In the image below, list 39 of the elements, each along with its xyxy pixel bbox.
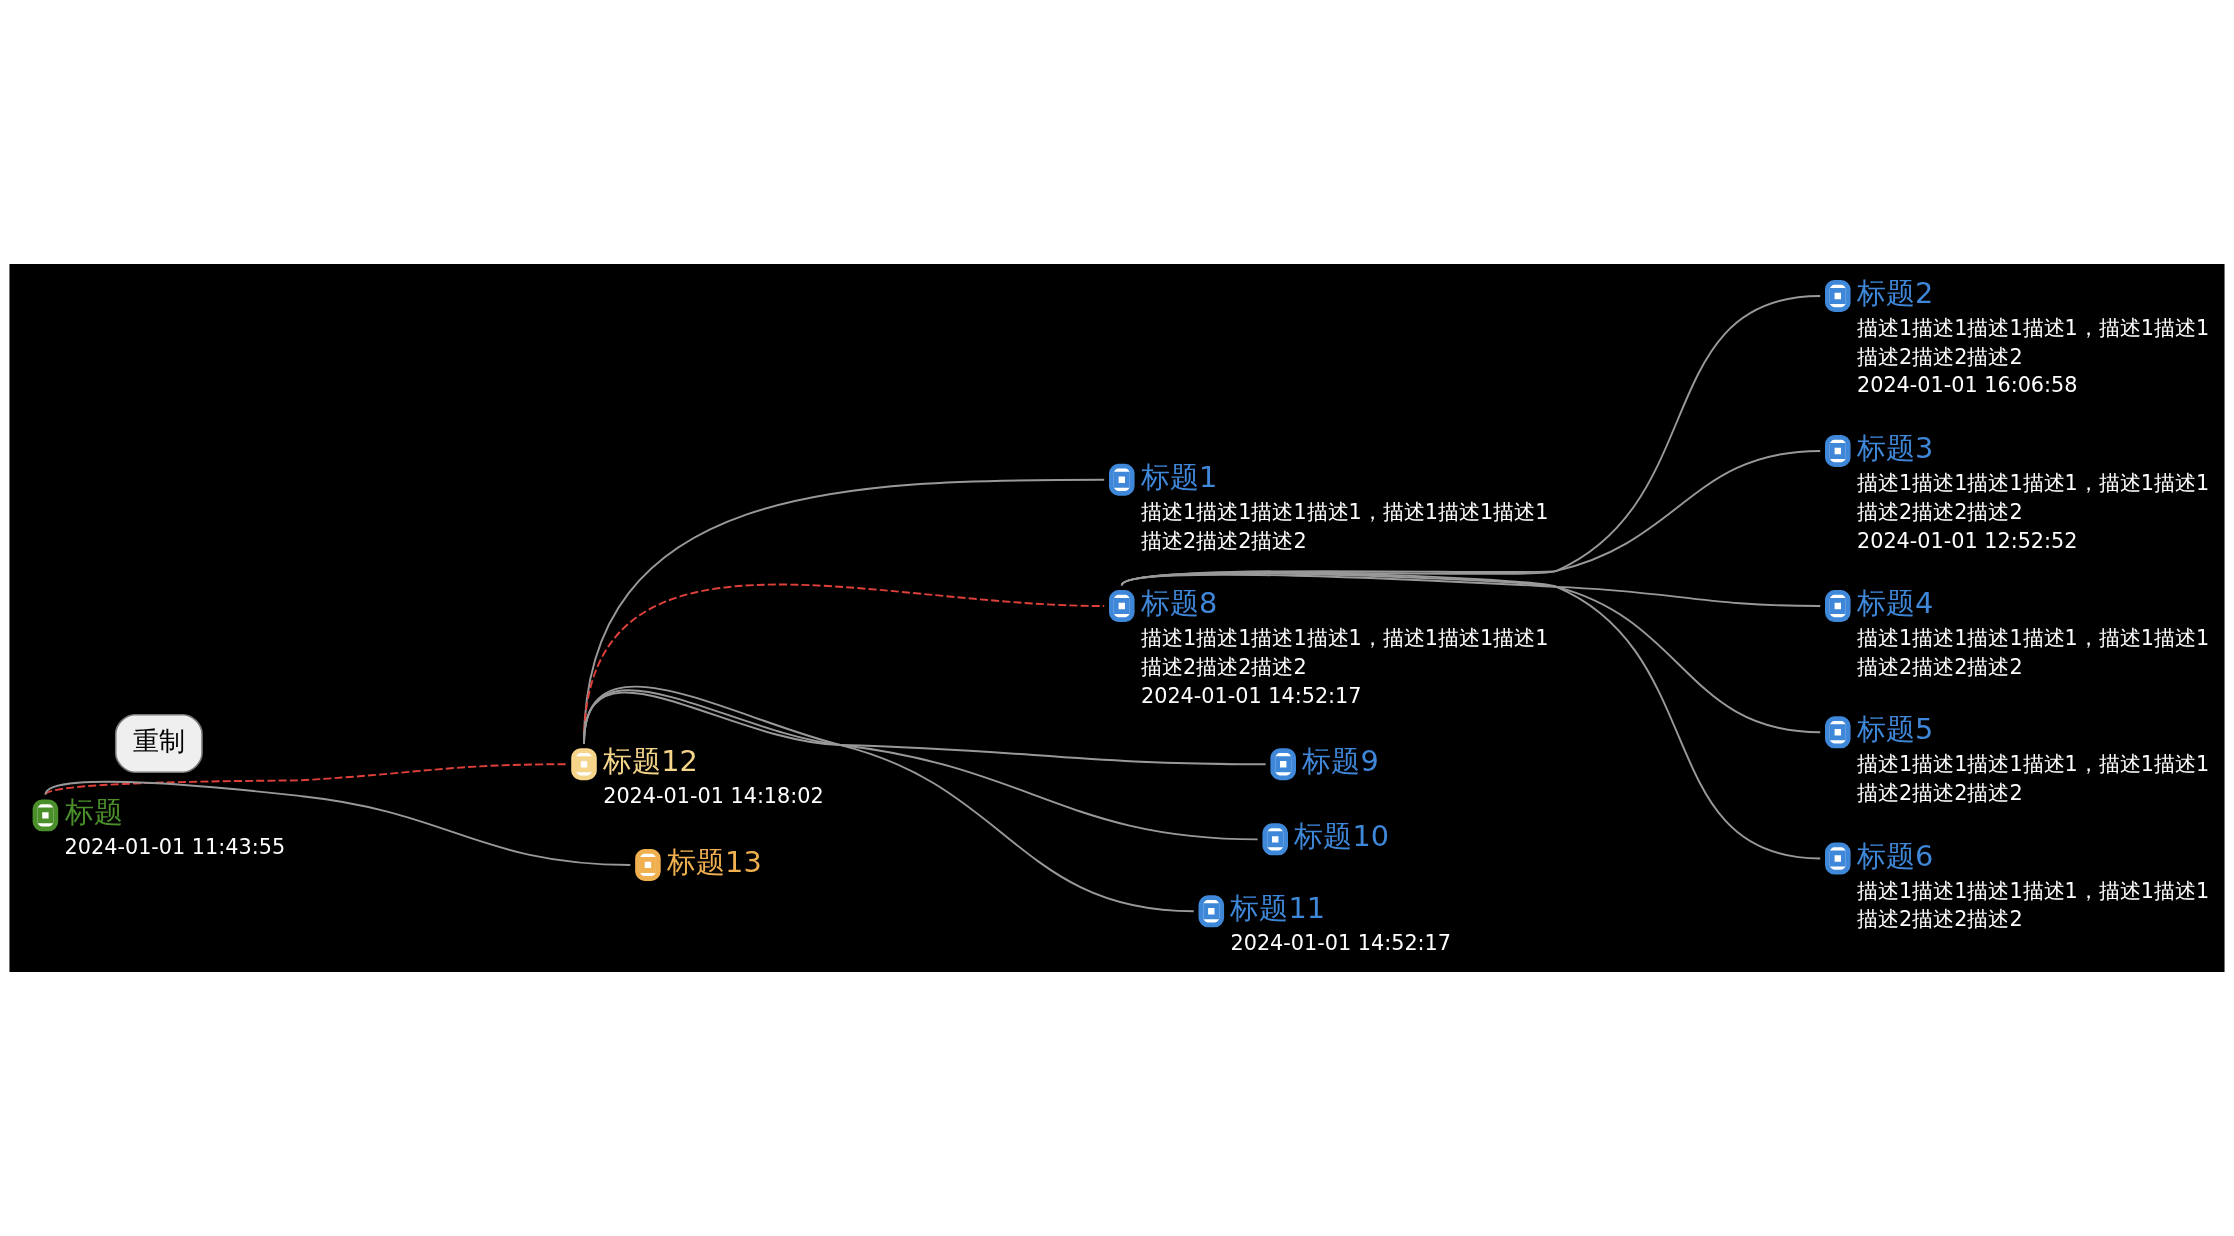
connector	[583, 691, 1267, 766]
node-label: 标题5	[1856, 712, 1934, 747]
node-label: 描述1描述1描述1描述1，描述1描述1	[1856, 470, 2210, 495]
node-label: 标题	[64, 795, 123, 830]
node-label: 描述1描述1描述1描述1，描述1描述1	[1856, 315, 2210, 340]
node-label: 描述1描述1描述1描述1，描述1描述1	[1856, 752, 2210, 777]
node-label: 标题12	[603, 744, 698, 779]
node-label: 描述2描述2描述2	[1856, 344, 2023, 369]
node-label: 描述2描述2描述2	[1856, 781, 2023, 806]
connector	[1120, 571, 1822, 860]
node-label: 标题2	[1856, 276, 1934, 310]
node-label: 描述2描述2描述2	[1140, 528, 1307, 553]
node-label: 标题1	[1140, 459, 1218, 494]
label: 重制	[132, 725, 185, 756]
node-label: 描述1描述1描述1描述1，描述1描述1描述1	[1140, 626, 1549, 651]
node-label: 2024-01-01 14:18:02	[603, 784, 824, 809]
node-label: 描述2描述2描述2	[1856, 499, 2023, 524]
node-label: 标题10	[1294, 819, 1389, 854]
node-label: 标题11	[1230, 891, 1326, 926]
node-label: 标题4	[1856, 586, 1934, 621]
node-label: 2024-01-01 14:52:17	[1140, 683, 1362, 708]
node-label: 标题8	[1140, 586, 1218, 621]
node-label: 2024-01-01 11:43:55	[64, 835, 286, 860]
connector	[583, 686, 1195, 913]
node-label: 描述1描述1描述1描述1，描述1描述1	[1856, 878, 2210, 903]
node-label: 描述2描述2描述2	[1856, 654, 2023, 679]
node-label: 标题6	[1856, 838, 1934, 873]
node-label: 2024-01-01 14:52:17	[1230, 931, 1452, 956]
node-label: 2024-01-01 16:06:58	[1856, 373, 2078, 398]
node-label: 描述2描述2描述2	[1140, 654, 1307, 679]
node-label: 标题3	[1856, 431, 1934, 466]
node-label: 描述2描述2描述2	[1856, 907, 2023, 932]
connector	[44, 763, 568, 796]
node-label: 描述1描述1描述1描述1，描述1描述1	[1856, 626, 2210, 651]
node-label: 描述1描述1描述1描述1，描述1描述1描述1	[1140, 499, 1549, 524]
node-label: 标题13	[667, 844, 762, 879]
node-label: 标题9	[1302, 744, 1379, 779]
connector	[44, 780, 632, 866]
node-label: 2024-01-01 12:52:52	[1856, 528, 2078, 553]
